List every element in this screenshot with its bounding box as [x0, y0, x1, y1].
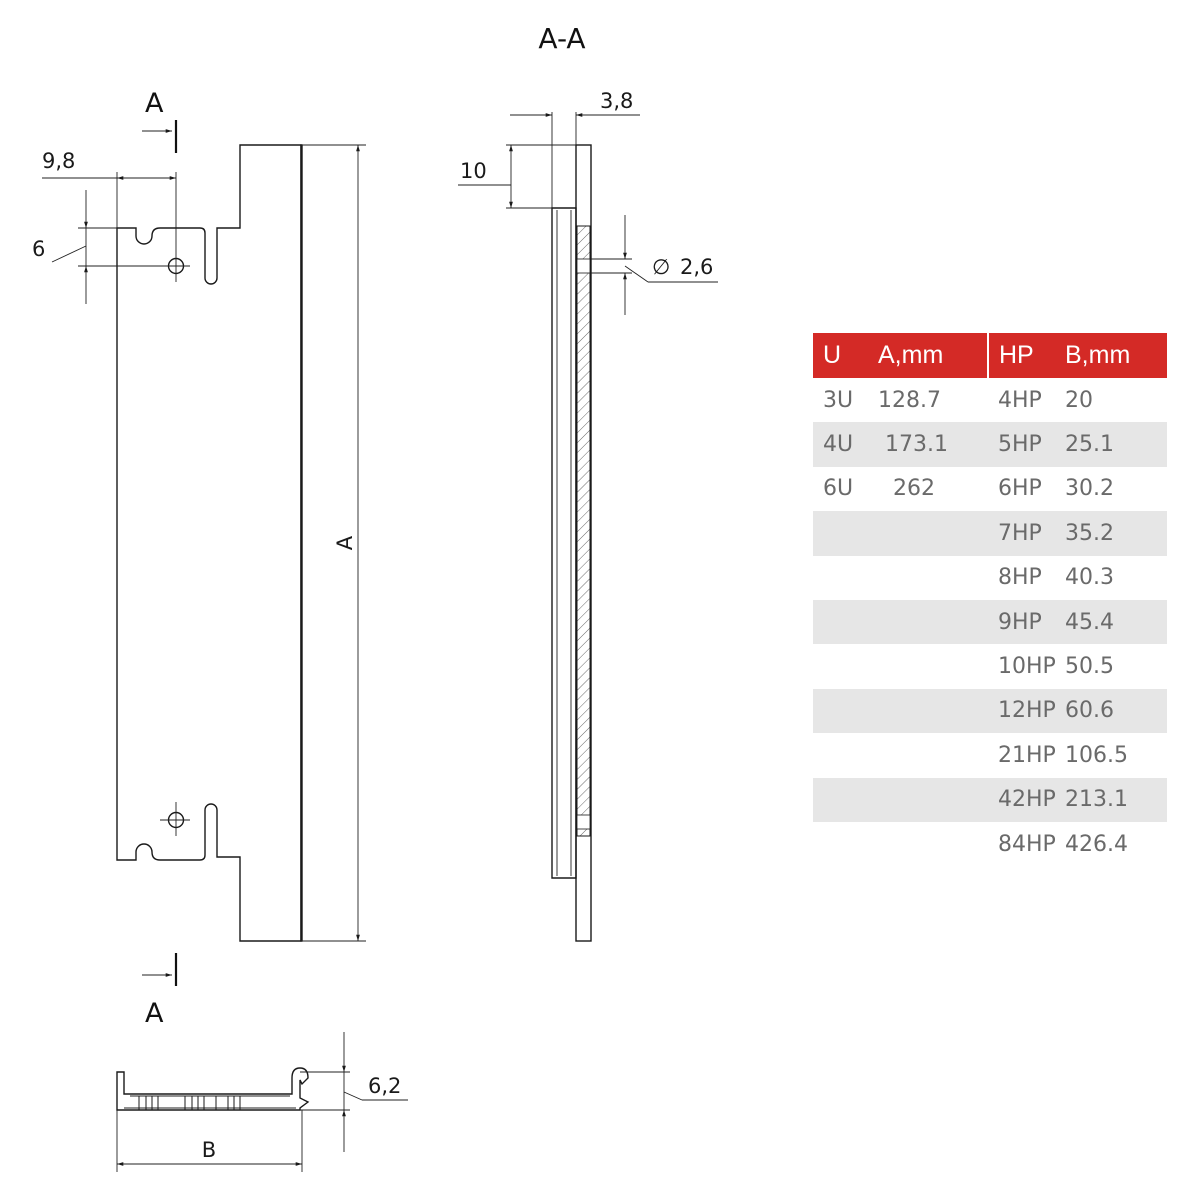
table-row: 84HP 426.4	[813, 822, 1167, 866]
cell-hp: 21HP	[998, 742, 1056, 768]
table-row: 6U 262 6HP 30.2	[813, 467, 1167, 511]
cell-a	[868, 777, 988, 822]
spec-table: U A,mm HP B,mm 3U 128.7 4HP 20 4U 173.1 …	[813, 333, 1167, 866]
section-hatch	[576, 225, 591, 837]
dim-diameter-label: 2,6	[680, 255, 713, 279]
table-row: 42HP 213.1	[813, 777, 1167, 822]
dim-10-label: 10	[460, 159, 487, 183]
cell-u	[813, 822, 868, 866]
cell-a: 262	[893, 476, 935, 502]
cell-b: 60.6	[1055, 688, 1167, 734]
table-row: 4U 173.1 5HP 25.1	[813, 422, 1167, 467]
section-rail	[551, 207, 577, 879]
cell-b: 35.2	[1055, 511, 1167, 556]
cell-a	[868, 511, 988, 556]
cell-hp: 12HP	[988, 688, 1056, 734]
cell-hp: 9HP	[988, 599, 1055, 645]
dim-diameter-symbol: ∅	[652, 255, 670, 279]
cell-a	[868, 733, 988, 777]
cell-hp: 5HP	[988, 422, 1055, 467]
cell-b: 25.1	[1055, 422, 1167, 467]
cell-u: 3U	[823, 387, 854, 413]
header-u: U	[813, 333, 868, 378]
dim-A-label: A	[333, 535, 357, 550]
cell-hp: 8HP	[998, 565, 1042, 591]
cell-b: 106.5	[1065, 742, 1128, 768]
cell-u	[813, 733, 868, 777]
header-a-mm: A,mm	[868, 333, 988, 378]
bottom-view: 6,2 B	[116, 1032, 408, 1172]
dim-6-2-label: 6,2	[368, 1074, 401, 1098]
cell-a	[868, 556, 988, 600]
cell-u	[813, 599, 868, 645]
cell-hp: 42HP	[988, 777, 1056, 822]
cell-b: 30.2	[1065, 476, 1114, 502]
dim-6-label: 6	[32, 237, 45, 261]
cell-a	[868, 688, 988, 734]
cell-u: 6U	[823, 476, 854, 502]
cell-b: 213.1	[1055, 777, 1167, 822]
cell-b: 426.4	[1065, 831, 1128, 857]
dim-B-label: B	[202, 1138, 216, 1162]
table-header-row: U A,mm HP B,mm	[813, 333, 1167, 378]
cell-hp: 4HP	[998, 387, 1042, 413]
cell-a	[868, 644, 988, 688]
section-title: A-A	[538, 22, 585, 55]
cell-u	[813, 688, 868, 734]
table-row: 3U 128.7 4HP 20	[813, 378, 1167, 422]
cell-u: 4U	[813, 422, 868, 467]
dim-3-8-label: 3,8	[600, 89, 633, 113]
cell-a	[868, 822, 988, 866]
cell-a	[868, 599, 988, 645]
section-mark-bottom: A	[145, 998, 164, 1029]
section-view: 3,8 10 ∅ 2,6	[458, 89, 718, 942]
cell-u	[813, 556, 868, 600]
cell-a: 128.7	[878, 387, 941, 413]
table-row: 7HP 35.2	[813, 511, 1167, 556]
cell-b: 40.3	[1065, 565, 1114, 591]
cell-b: 45.4	[1055, 599, 1167, 645]
dim-9-8-label: 9,8	[42, 149, 75, 173]
header-hp: HP	[987, 333, 1055, 378]
cell-u	[813, 511, 868, 556]
cell-hp: 84HP	[998, 831, 1056, 857]
front-view: 9,8 6 A A A	[32, 88, 366, 1029]
table-row: 12HP 60.6	[813, 688, 1167, 734]
cell-u	[813, 777, 868, 822]
cell-a: 173.1	[868, 422, 988, 467]
cell-hp: 7HP	[988, 511, 1055, 556]
cell-u	[813, 644, 868, 688]
rail-profile	[116, 1067, 310, 1111]
cell-b: 20	[1065, 387, 1093, 413]
cell-hp: 6HP	[998, 476, 1042, 502]
table-row: 8HP 40.3	[813, 556, 1167, 600]
section-mark-top: A	[145, 88, 164, 119]
cell-hp: 10HP	[998, 654, 1056, 680]
table-row: 10HP 50.5	[813, 644, 1167, 688]
cell-b: 50.5	[1065, 654, 1114, 680]
table-row: 21HP 106.5	[813, 733, 1167, 777]
header-b-mm: B,mm	[1055, 333, 1167, 378]
panel-outline	[116, 144, 302, 942]
table-row: 9HP 45.4	[813, 599, 1167, 645]
